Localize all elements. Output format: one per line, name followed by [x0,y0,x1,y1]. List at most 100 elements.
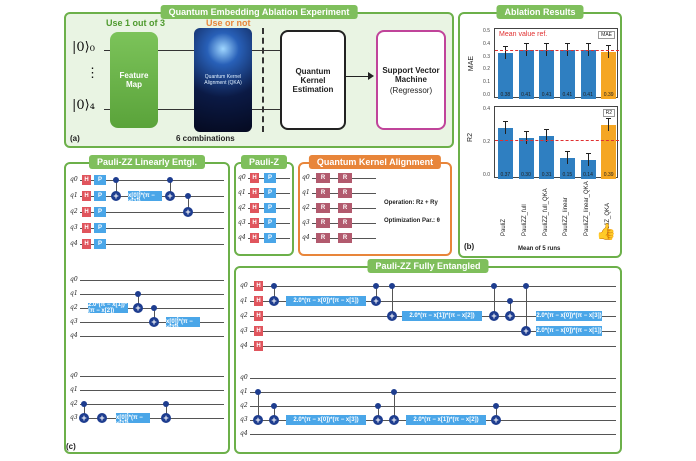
phase-gate: P [94,191,106,201]
r2-error-cap [523,130,529,132]
combinations-label: 6 combinations [176,134,235,143]
r2-bar [539,136,555,179]
qubit-label: q0 [302,174,310,181]
qubit-label: q3 [240,327,248,334]
full-title: Pauli-ZZ Fully Entangled [367,259,489,273]
control-dot [389,283,395,289]
qka-title: Quantum Kernel Alignment [308,155,442,169]
y-tick-label: 0.4 [483,40,490,47]
r2-error-cap [502,121,508,123]
control-dot [373,283,379,289]
rotation-gate: R [338,218,352,228]
r2-bar [518,137,534,179]
control-dot [255,389,261,395]
control-dot [491,283,497,289]
qubit-label: q2 [302,204,310,211]
arrow-head [368,72,374,80]
qka-image: Quantum Kernel Alignment (QKA) [194,28,252,132]
qubit-label: q2 [70,304,78,311]
rotation-gate: R [316,173,330,183]
target-plus: + [389,415,399,425]
qubit-label: q0 [240,282,248,289]
mae-error-cap [502,46,508,48]
hadamard-gate: H [250,233,259,243]
rotation-gate: R [316,203,330,213]
mae-error-bar [608,46,610,59]
phase-gate: 2.0*(π − x[0])*(π − x[1]) [128,187,162,205]
r2-bar-value: 0.30 [521,172,531,178]
y-tick-label: 0.2 [483,139,490,145]
rotation-gate: R [338,203,352,213]
qubit-label: q3 [238,219,246,226]
target-plus: + [253,415,263,425]
r2-error-bar [566,152,568,165]
mae-error-cap [606,45,612,47]
r2-bar [580,159,596,179]
phase-gate: 2.0*(π − x[0])*(π − x[1]) [116,409,150,427]
phase-gate: 2.0*(π − x[0])*(π − x[3]) [536,311,602,321]
arrow-to-svm [346,76,372,77]
phase-gate: P [264,188,276,198]
qubit-label: q0 [70,276,78,283]
cnot-link [84,404,85,418]
target-plus: + [97,413,107,423]
panel-a-title: Quantum Embedding Ablation Experiment [160,5,358,19]
hadamard-gate: H [82,239,91,249]
qubit-label: q3 [70,414,78,421]
dashed-divider [262,28,264,132]
r2-mean-line [495,139,619,141]
r2-bar-value: 0.37 [500,172,511,178]
kernel-estimation-box: Quantum Kernel Estimation [280,30,346,130]
qubit-label: q3 [302,219,310,226]
mae-bar [518,49,534,99]
target-plus: + [183,207,193,217]
qubit-wire [80,244,224,245]
qubit-label: q4 [70,240,78,247]
qubit-label: q3 [70,318,78,325]
r2-bar-value: 0.31 [541,172,552,178]
cnot-link [494,286,495,316]
r2-error-bar [525,131,527,144]
mae-error-cap [564,42,570,44]
qubit-label: q1 [70,386,78,393]
phase-gate: P [94,223,106,233]
cnot-link [138,294,139,308]
qubit-wire [80,228,224,229]
panel-b-tag: (b) [464,242,475,251]
thumbs-up-icon: 👍 [596,224,616,241]
control-dot [493,403,499,409]
y-tick-label: 0.1 [483,79,490,86]
qubit-wire [250,392,616,393]
panel-b: Ablation Results MAE Mean value ref. MAE… [458,5,622,258]
control-dot [185,193,191,199]
panel-b-title: Ablation Results [496,5,584,19]
cnot-link [116,180,117,196]
x-tick-label: PauliZ [501,218,508,236]
phase-gate: P [264,233,276,243]
hadamard-gate: H [254,296,263,306]
qubit-wire [80,212,224,213]
hadamard-gate: H [82,175,91,185]
r2-error-cap [544,129,550,131]
phase-gate: P [94,239,106,249]
panel-a-tag: (a) [70,134,80,143]
qubit-wire [80,376,224,377]
qubit-label: q4 [238,234,246,241]
qubit-wire [250,378,616,379]
svm-title: Support Vector Machine [382,65,440,84]
mae-bar-value: 0.41 [541,92,552,98]
hadamard-gate: H [250,218,259,228]
y-tick-label: 0.3 [483,53,490,60]
phase-gate: P [264,173,276,183]
x-tick-label: PauliZZ_full [522,204,528,236]
cnot-link [378,406,379,420]
cnot-link [274,286,275,301]
qubit-label: q3 [70,224,78,231]
